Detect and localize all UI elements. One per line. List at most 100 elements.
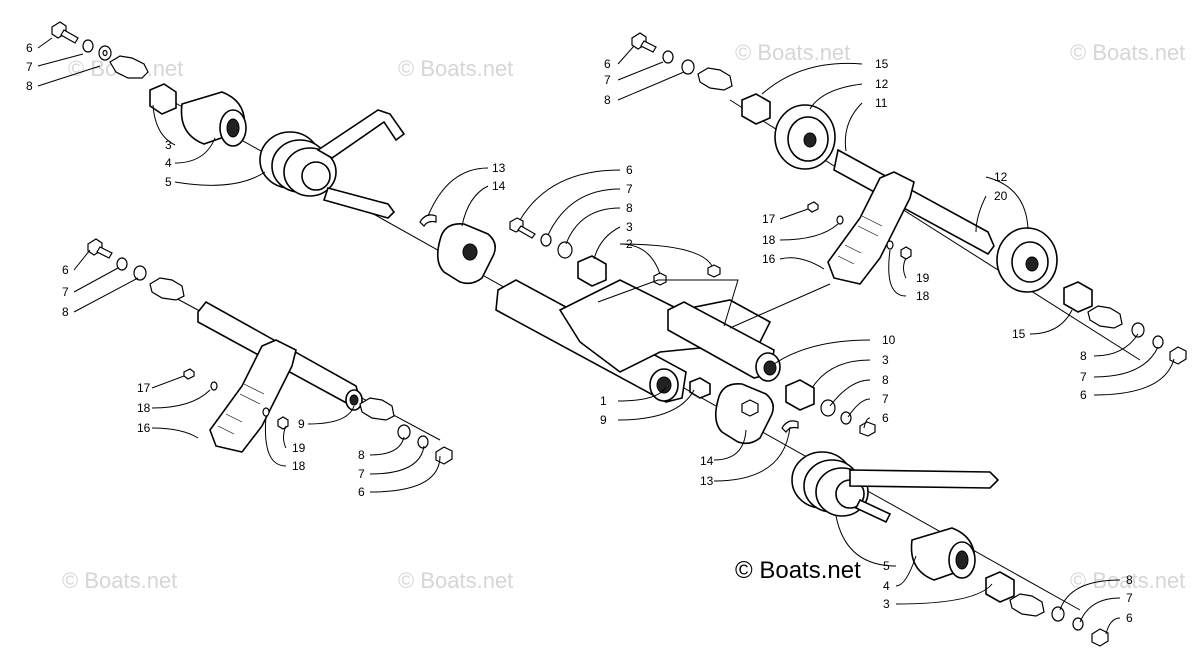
- mount-14-hole: [462, 243, 478, 261]
- bolt-17-ml: [183, 368, 195, 380]
- callout-16: 16: [137, 421, 151, 435]
- leader-c-13b: [713, 426, 791, 482]
- fitting-2b: [707, 264, 721, 278]
- callout-14: 14: [492, 179, 506, 193]
- leader-tr-6: [617, 45, 635, 65]
- callout-9: 9: [600, 413, 607, 427]
- leader-tl-8: [37, 65, 101, 87]
- leader-ml-18b: [264, 415, 287, 467]
- callout-5: 5: [883, 559, 890, 573]
- callout-8: 8: [626, 201, 633, 215]
- bolt-17-tr: [807, 201, 819, 213]
- callout-6: 6: [626, 163, 633, 177]
- washer-7-ml: [116, 257, 128, 271]
- callout-16: 16: [762, 252, 776, 266]
- callout-7: 7: [882, 392, 889, 406]
- mount-14b-nut: [741, 399, 759, 417]
- leader-c-14b: [713, 429, 747, 461]
- plate-ml-b: [359, 397, 395, 421]
- washer-18b-tr: [886, 240, 894, 250]
- washer-7b-ml: [417, 435, 429, 449]
- leader-tr-8: [617, 71, 685, 101]
- bolt-6-br: [1091, 628, 1109, 647]
- leader-c-7: [547, 188, 621, 236]
- watermark-6: © Boats.net: [398, 568, 513, 593]
- plate-tl: [109, 55, 149, 79]
- bolt-shank-tl: [60, 29, 79, 44]
- leader-tr-18b: [888, 249, 907, 297]
- callout-7: 7: [1126, 591, 1133, 605]
- leader-tr-7b: [1093, 346, 1159, 378]
- nut-19-ml: [277, 416, 289, 430]
- leader-c-8r: [829, 379, 871, 407]
- leader-br-3: [895, 583, 993, 605]
- bolt-6b-tr: [1169, 346, 1187, 365]
- bolt-shank-tr: [640, 40, 657, 53]
- callout-8: 8: [1126, 573, 1133, 587]
- washer-8-br: [1051, 606, 1065, 622]
- leader-tl-4: [174, 137, 216, 164]
- clip-13b: [781, 420, 799, 433]
- washer-8b-tr: [1131, 322, 1145, 338]
- leader-ml-7: [73, 267, 119, 293]
- fitting-leader: [597, 279, 739, 327]
- leader-c-2b: [619, 243, 713, 267]
- bushing-15b-tr: [1063, 281, 1093, 313]
- callout-14: 14: [700, 454, 714, 468]
- callout-6: 6: [604, 57, 611, 71]
- leader-ml-18: [151, 389, 211, 409]
- arm-16-hatch-ml: [217, 383, 265, 435]
- callout-7: 7: [62, 285, 69, 299]
- callout-7: 7: [26, 60, 33, 74]
- shaft-9-bore-ml: [349, 394, 359, 406]
- callout-4: 4: [165, 156, 172, 170]
- callout-7: 7: [626, 182, 633, 196]
- middle-left-group: 6 7 8 17 18 16 9 19 18 8 7 6: [62, 238, 453, 499]
- watermark-1: © Boats.net: [398, 56, 513, 81]
- callout-8: 8: [62, 305, 69, 319]
- leader-ml-7b: [369, 445, 425, 475]
- bolt-shank-c: [517, 225, 536, 239]
- washer-18-ml: [210, 381, 218, 391]
- leader-tl-7: [37, 53, 84, 67]
- tube-4-bore-br: [955, 550, 969, 570]
- callout-3: 3: [165, 138, 172, 152]
- wheel-12-bore-tr: [803, 132, 817, 148]
- top-left-group: 6 7 8 3 4 5: [26, 21, 406, 219]
- callout-6: 6: [1126, 611, 1133, 625]
- bottom-right-group: 5 4 3 8 7 6: [791, 451, 1133, 647]
- watermark-2: © Boats.net: [735, 40, 850, 65]
- leader-ml-16: [151, 427, 199, 439]
- plate-tr-b: [1087, 305, 1123, 329]
- callout-1: 1: [600, 394, 607, 408]
- clip-13: [419, 214, 437, 227]
- watermark-5: © Boats.net: [62, 568, 177, 593]
- leader-ml-8b: [369, 436, 405, 456]
- callout-5: 5: [165, 175, 172, 189]
- washer-8-tr: [681, 59, 695, 75]
- leader-br-6: [1105, 617, 1121, 635]
- callout-13: 13: [700, 474, 714, 488]
- leader-tr-15: [761, 62, 863, 95]
- callout-17: 17: [137, 381, 151, 395]
- callout-8: 8: [26, 79, 33, 93]
- leader-br-7: [1079, 597, 1121, 623]
- washer-7-cr: [840, 411, 852, 425]
- callout-6: 6: [358, 485, 365, 499]
- leader-tr-11: [844, 102, 863, 152]
- bushing-3-cr: [785, 379, 815, 411]
- bushing-3-c: [577, 255, 607, 287]
- washer-8-c: [557, 241, 573, 259]
- washer-18b-ml: [262, 407, 270, 417]
- leader-tl-5: [174, 171, 266, 186]
- callout-7: 7: [358, 467, 365, 481]
- leader-c-13: [427, 167, 489, 217]
- callout-7: 7: [1080, 370, 1087, 384]
- callout-4: 4: [883, 579, 890, 593]
- callout-3: 3: [883, 597, 890, 611]
- callout-8: 8: [1080, 349, 1087, 363]
- center-group: 13 14 6 7 8 3 2 10 3 8 7 6 1 9 14 13: [419, 161, 896, 488]
- watermark-7: © Boats.net: [1070, 568, 1185, 593]
- bushing-3-tl: [149, 83, 177, 115]
